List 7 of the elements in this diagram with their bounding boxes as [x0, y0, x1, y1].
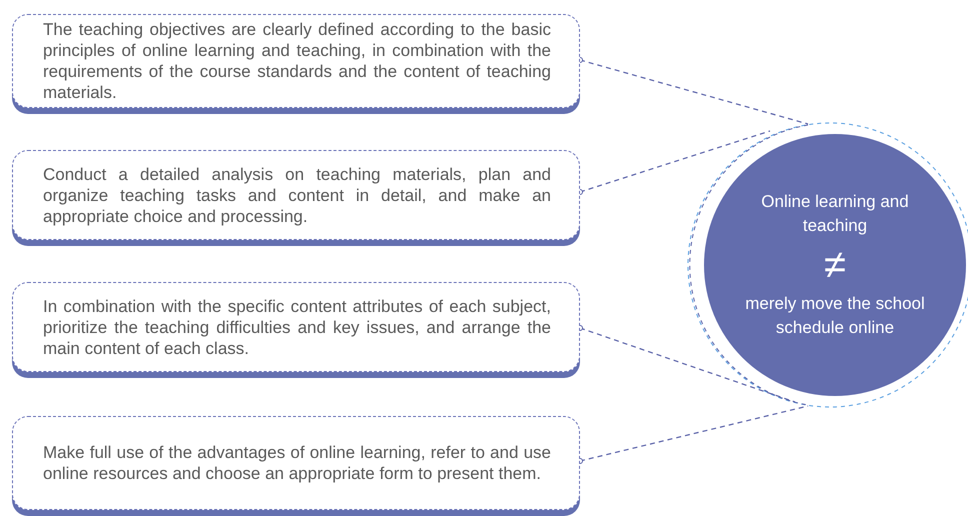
- circle-text: Online learning and teaching: [760, 191, 910, 237]
- not-equal-sign: ≠: [824, 242, 846, 289]
- card-text: Conduct a detailed analysis on teaching materials, plan and organize teaching tasks and content in detail, and make an appropriate choice and processing.: [43, 164, 551, 226]
- card-text: The teaching objectives are clearly defined according to the basic principles of online learning and teaching, in combination with the requirements of the course standards and the content of teaching materials.: [43, 19, 551, 103]
- circle-text: merely move the school schedule online: [744, 293, 926, 339]
- card-text: Make full use of the advantages of online learning, refer to and use online resources and choose an appropriate form to present them.: [43, 442, 551, 484]
- card-text: In combination with the specific content attributes of each subject, prioritize the teaching difficulties and key issues, and arrange the main content of each class.: [43, 296, 551, 358]
